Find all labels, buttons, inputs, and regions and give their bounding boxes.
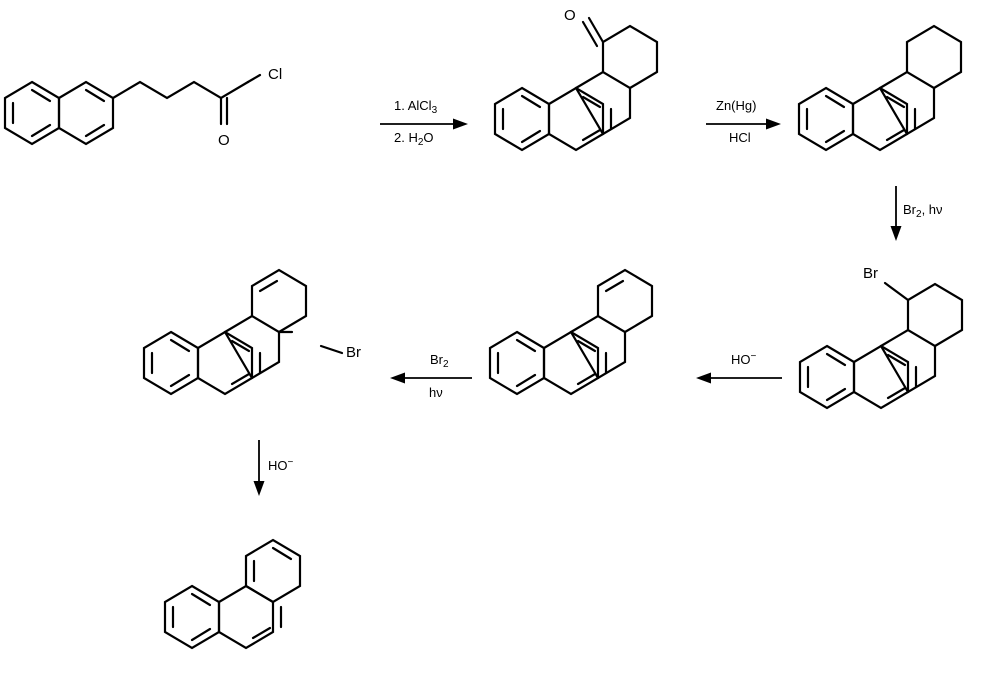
reaction-arrow-bromination-2: Br2 hν	[390, 352, 472, 400]
molecule-naphthylbutanoyl-chloride: Cl O	[3, 66, 282, 149]
step6-reagent: HO	[268, 458, 288, 473]
molecule-tetrahydrophenanthrene	[797, 24, 963, 152]
step3-reagent: Br	[903, 202, 917, 217]
reaction-arrow-elimination-2: HO−	[253, 440, 294, 496]
step5-reagent-line2: hν	[429, 385, 443, 400]
step1-reagent-line1: 1. AlCl	[394, 98, 432, 113]
reaction-arrow-bromination-1: Br2, hν	[890, 186, 943, 241]
molecule-tetrahydrophenanthrenone: O	[493, 7, 659, 152]
atom-cl: Cl	[268, 66, 282, 83]
molecule-bromodihydrophenanthrene: Br	[142, 268, 361, 396]
step5-reagent-line1: Br	[430, 352, 444, 367]
molecule-bromotetrahydrophenanthrene: Br	[798, 265, 964, 410]
step2-reagent-line2: HCl	[729, 130, 751, 145]
svg-text:HO−: HO−	[268, 457, 294, 473]
molecule-dihydrophenanthrene	[488, 268, 654, 396]
svg-text:Br: Br	[346, 344, 361, 361]
svg-text:Br2, hν: Br2, hν	[903, 202, 943, 220]
svg-text:1. AlCl3: 1. AlCl3	[394, 98, 438, 116]
reaction-arrow-friedel-crafts: 1. AlCl3 2. H2O	[380, 98, 468, 148]
reaction-arrow-elimination-1: HO−	[696, 351, 782, 384]
reaction-arrow-clemmensen: Zn(Hg) HCl	[706, 98, 781, 145]
molecule-phenanthrene	[163, 538, 302, 650]
svg-text:Br2: Br2	[430, 352, 449, 370]
atom-o-acyl: O	[218, 132, 230, 149]
svg-text:HO−: HO−	[731, 351, 757, 367]
step2-reagent-line1: Zn(Hg)	[716, 98, 756, 113]
svg-text:2. H2O: 2. H2O	[394, 130, 434, 148]
atom-br-1: Br	[863, 265, 878, 282]
step4-reagent: HO	[731, 352, 751, 367]
atom-o-ketone: O	[564, 7, 576, 24]
step1-reagent-line2: 2. H	[394, 130, 418, 145]
